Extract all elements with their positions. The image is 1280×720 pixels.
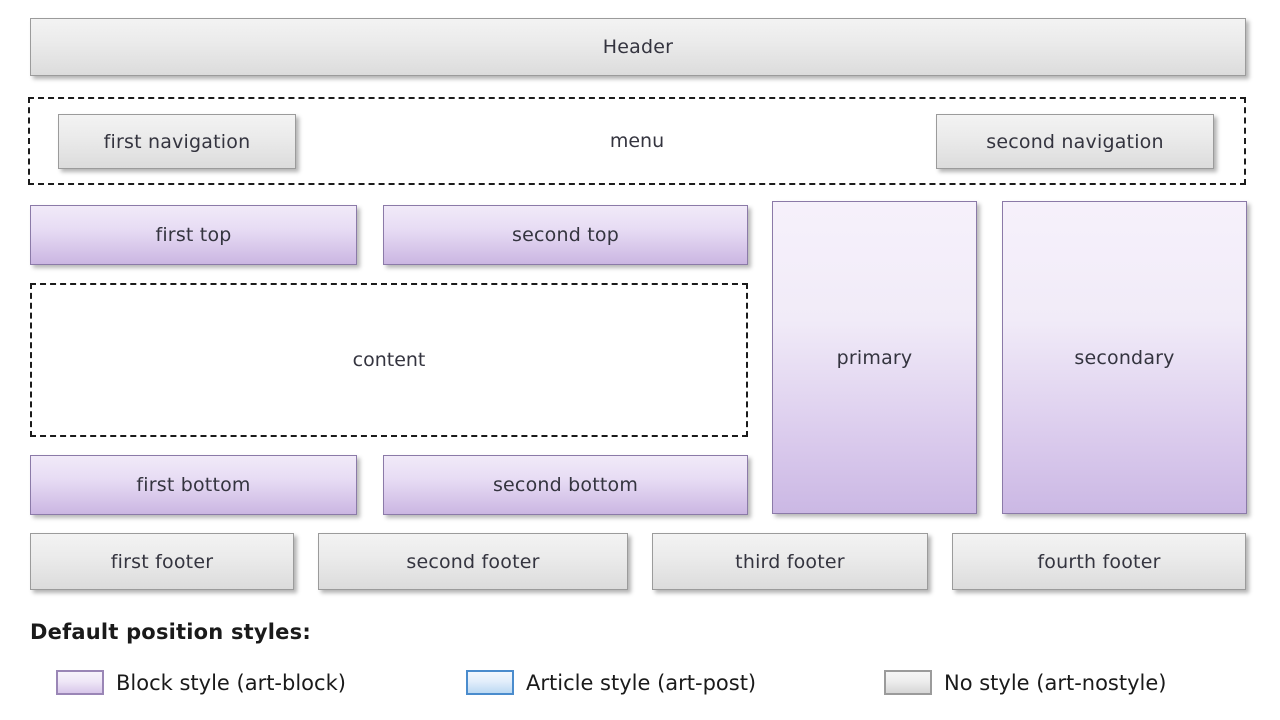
nostyle-swatch-icon [884, 670, 932, 695]
region-second-bottom-label: second bottom [492, 474, 639, 496]
legend-item-block-style: Block style (art-block) [56, 670, 346, 695]
region-header[interactable]: Header [30, 18, 1246, 76]
region-first-bottom-label: first bottom [136, 474, 251, 496]
region-menu-container[interactable] [28, 97, 1246, 185]
region-second-bottom[interactable]: second bottom [383, 455, 748, 515]
block-swatch-icon [56, 670, 104, 695]
region-second-top-label: second top [512, 224, 619, 246]
region-second-footer-label: second footer [406, 550, 540, 573]
region-second-navigation-label: second navigation [986, 130, 1164, 153]
region-first-footer-label: first footer [110, 550, 214, 573]
region-first-bottom[interactable]: first bottom [30, 455, 357, 515]
region-secondary-column-label: secondary [1074, 346, 1175, 369]
region-fourth-footer-label: fourth footer [1037, 550, 1161, 573]
region-first-top-label: first top [155, 224, 232, 246]
region-second-top[interactable]: second top [383, 205, 748, 265]
legend-title: Default position styles: [30, 620, 311, 644]
region-first-top[interactable]: first top [30, 205, 357, 265]
legend-item-no-style-label: No style (art-nostyle) [944, 670, 1167, 695]
legend-item-block-style-label: Block style (art-block) [116, 670, 346, 695]
legend-item-article-style-label: Article style (art-post) [526, 670, 757, 695]
post-swatch-icon [466, 670, 514, 695]
region-header-label: Header [602, 36, 674, 58]
region-content[interactable] [30, 283, 748, 437]
region-primary-column-label: primary [836, 346, 913, 369]
region-third-footer[interactable]: third footer [652, 533, 928, 590]
region-secondary-column[interactable]: secondary [1002, 201, 1247, 514]
legend-item-no-style: No style (art-nostyle) [884, 670, 1166, 695]
region-second-footer[interactable]: second footer [318, 533, 628, 590]
region-first-footer[interactable]: first footer [30, 533, 294, 590]
region-menu-label: menu [609, 130, 665, 152]
region-third-footer-label: third footer [735, 550, 845, 573]
region-first-navigation-label: first navigation [103, 130, 251, 153]
region-first-navigation[interactable]: first navigation [58, 114, 296, 169]
legend-item-article-style: Article style (art-post) [466, 670, 756, 695]
region-fourth-footer[interactable]: fourth footer [952, 533, 1246, 590]
region-primary-column[interactable]: primary [772, 201, 977, 514]
region-content-label: content [352, 349, 426, 371]
region-second-navigation[interactable]: second navigation [936, 114, 1214, 169]
